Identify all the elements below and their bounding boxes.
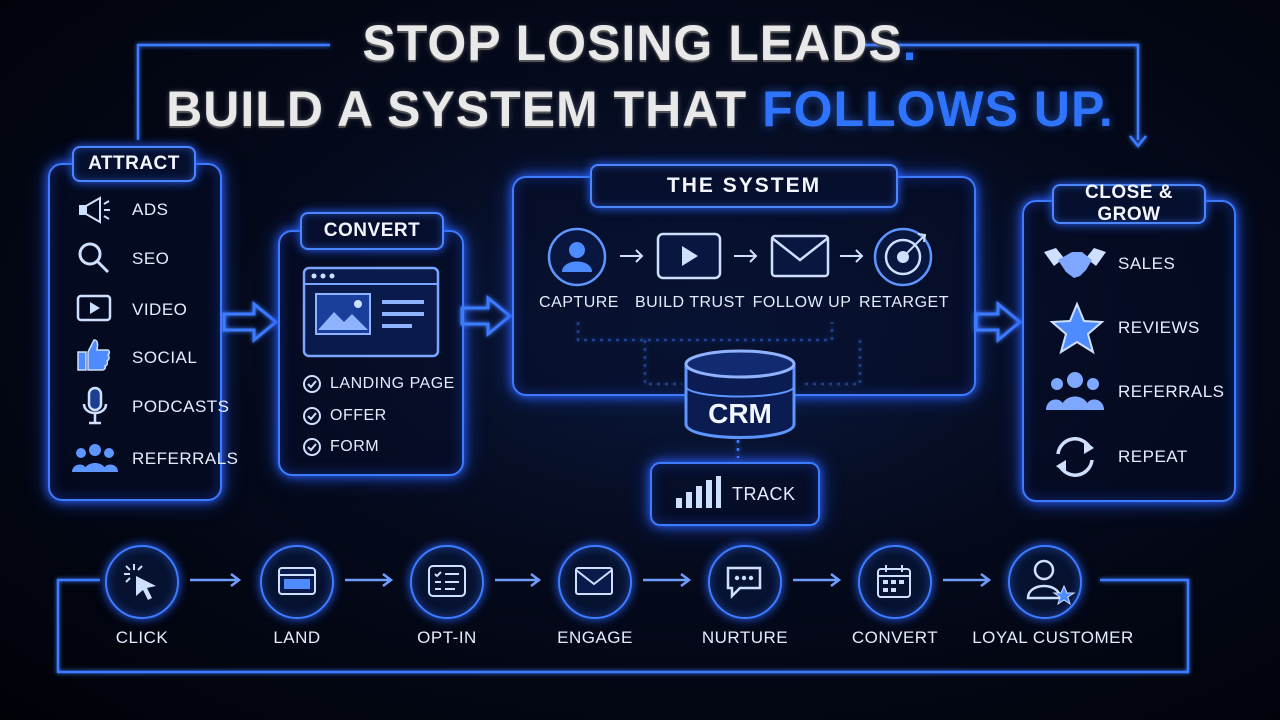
attract-title: ATTRACT — [72, 146, 196, 182]
megaphone-icon — [79, 196, 110, 224]
attract-item-video: VIDEO — [132, 300, 188, 319]
system-step-follow-up: FOLLOW UP — [752, 294, 852, 311]
small-arrow-icon — [620, 249, 644, 263]
arrow-system-to-close-icon — [974, 300, 1023, 344]
form-checklist-icon — [428, 565, 466, 597]
arrow-attract-to-convert-icon — [222, 300, 279, 344]
arrow-convert-to-system-icon — [460, 294, 513, 338]
system-title: THE SYSTEM — [590, 164, 898, 208]
attract-panel — [48, 163, 222, 501]
microphone-icon — [82, 386, 108, 425]
people-icon — [1046, 372, 1104, 410]
target-icon — [873, 227, 933, 287]
repeat-icon — [1056, 437, 1094, 477]
video-play-icon — [76, 294, 112, 322]
headline-line-2: BUILD A SYSTEM THAT FOLLOWS UP. — [166, 81, 1114, 137]
close-item-sales: SALES — [1118, 254, 1176, 273]
attract-item-ads: ADS — [132, 200, 169, 219]
cursor-click-icon — [124, 564, 156, 600]
close-grow-title: CLOSE & GROW — [1052, 182, 1206, 225]
journey-label-opt-in: OPT-IN — [417, 628, 477, 647]
video-play-icon — [656, 232, 722, 280]
journey-label-click: CLICK — [115, 628, 169, 647]
star-icon — [1049, 301, 1105, 355]
close-item-reviews: REVIEWS — [1118, 318, 1200, 337]
landing-page-mockup-icon — [302, 266, 440, 358]
journey-label-nurture: NURTURE — [701, 628, 789, 647]
close-item-referrals: REFERRALS — [1118, 382, 1225, 401]
people-icon — [72, 444, 118, 472]
attract-item-social: SOCIAL — [132, 348, 198, 367]
search-icon — [78, 242, 110, 274]
convert-check-form: FORM — [330, 438, 380, 455]
check-circle-icon — [303, 407, 321, 425]
browser-window-icon — [278, 567, 316, 595]
chat-bubble-icon — [726, 566, 762, 600]
system-step-retarget: RETARGET — [859, 294, 949, 311]
journey-label-land: LAND — [273, 628, 321, 647]
convert-check-landing-page: LANDING PAGE — [330, 375, 455, 392]
attract-item-seo: SEO — [132, 249, 170, 268]
journey-node-nurture — [708, 545, 782, 619]
close-item-repeat: REPEAT — [1118, 447, 1188, 466]
track-box — [650, 462, 820, 526]
convert-check-offer: OFFER — [330, 407, 387, 424]
attract-item-referrals: REFERRALS — [132, 449, 239, 468]
track-label: TRACK — [732, 484, 796, 504]
thumbs-up-icon — [77, 339, 111, 371]
database-icon — [684, 349, 796, 439]
calendar-icon — [877, 565, 911, 598]
envelope-icon — [770, 234, 830, 278]
journey-label-loyal-customer: LOYAL CUSTOMER — [972, 628, 1134, 647]
handshake-icon — [1044, 248, 1106, 278]
system-step-capture: CAPTURE — [539, 294, 619, 311]
headline-line-1: STOP LOSING LEADS. — [362, 15, 918, 71]
system-step-build-trust: BUILD TRUST — [634, 294, 746, 311]
user-capture-icon — [547, 227, 607, 287]
journey-node-loyal-customer — [1008, 545, 1082, 619]
crm-label: CRM — [708, 398, 772, 429]
user-star-icon — [1026, 559, 1076, 606]
journey-label-engage: ENGAGE — [557, 628, 633, 647]
convert-title: CONVERT — [300, 212, 444, 250]
bar-chart-icon — [676, 476, 721, 508]
check-circle-icon — [303, 438, 321, 456]
attract-item-podcasts: PODCASTS — [132, 397, 230, 416]
small-arrow-icon — [840, 249, 864, 263]
journey-label-convert: CONVERT — [851, 628, 939, 647]
envelope-icon — [575, 567, 613, 595]
check-circle-icon — [303, 375, 321, 393]
small-arrow-icon — [734, 249, 758, 263]
